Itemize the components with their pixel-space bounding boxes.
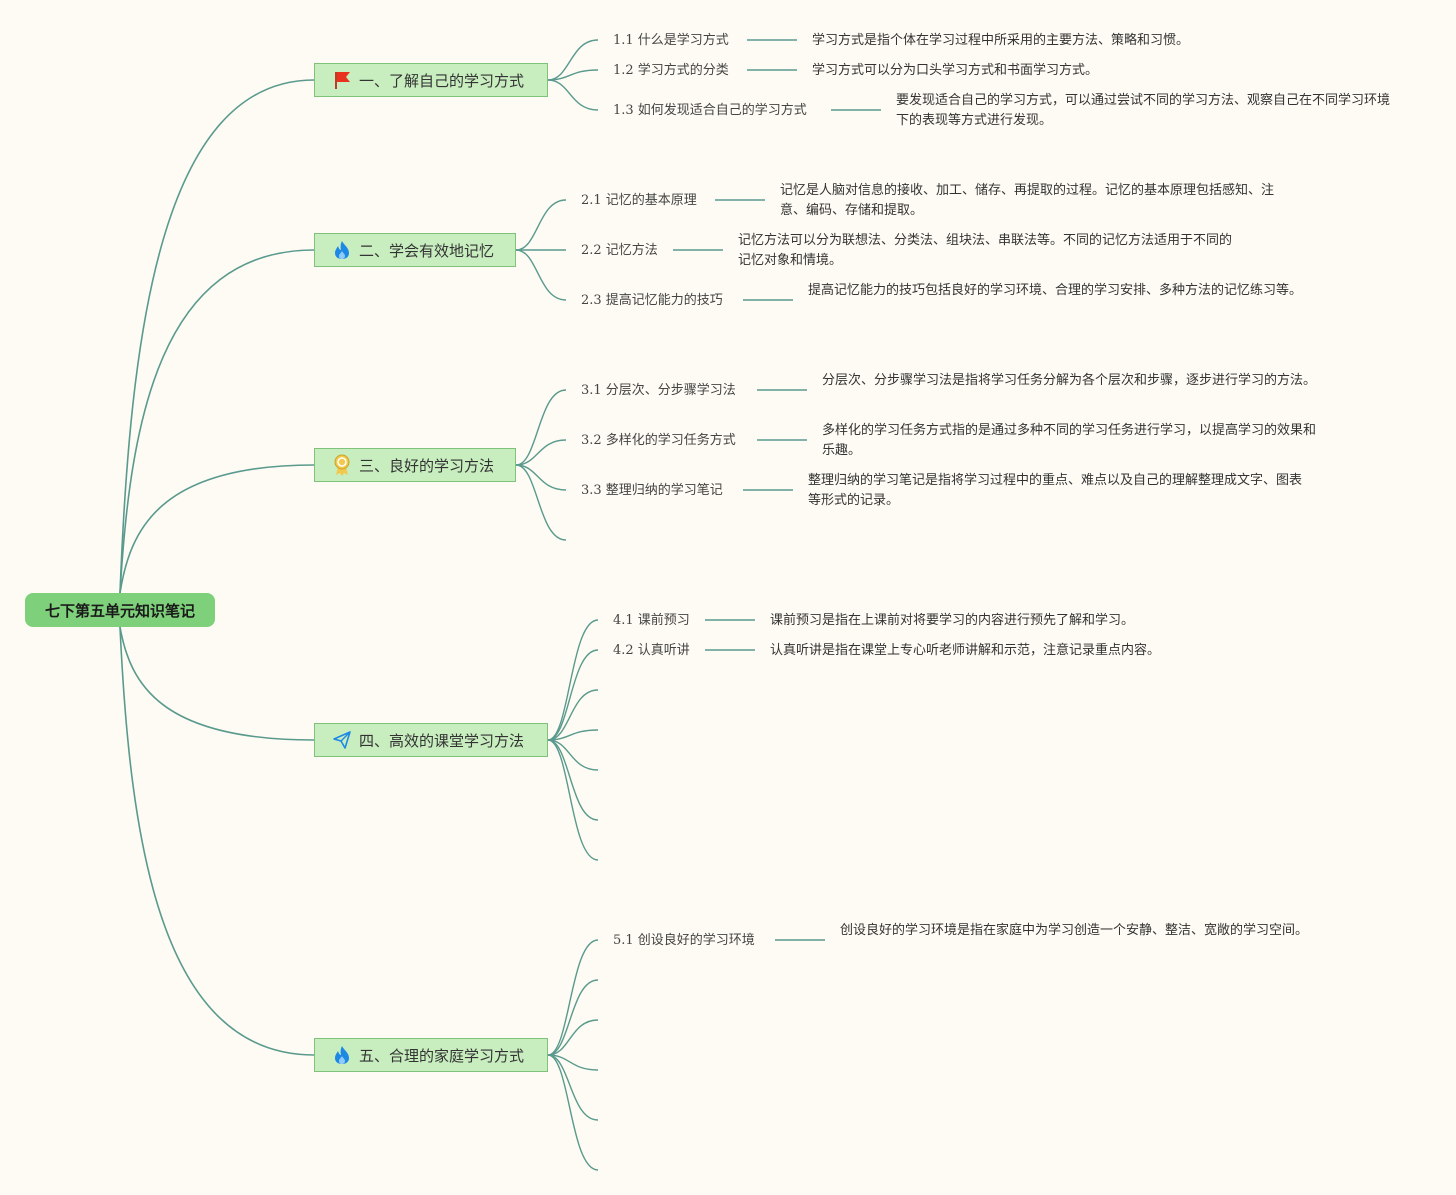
branch-5-fan-6	[547, 1054, 599, 1171]
fire-icon	[331, 1044, 353, 1066]
subtopic-5-1[interactable]: 5.1 创设良好的学习环境	[613, 933, 755, 948]
branch-3-fan-2	[515, 439, 567, 466]
branch-4-fan-5	[547, 739, 599, 771]
detail-4-1: 课前预习是指在上课前对将要学习的内容进行预先了解和学习。	[770, 613, 1135, 628]
branch-3-label: 三、良好的学习方法	[359, 456, 495, 475]
detail-5-1: 创设良好的学习环境是指在家庭中为学习创造一个安静、整洁、宽敞的学习空间。	[840, 923, 1309, 938]
subtopic-1-1[interactable]: 1.1 什么是学习方式	[613, 33, 729, 48]
branch-3-fan-3	[515, 464, 567, 491]
branch-2-node[interactable]: 二、学会有效地记忆	[314, 233, 516, 267]
subtopic-3-3[interactable]: 3.3 整理归纳的学习笔记	[581, 483, 723, 498]
detail-2-1: 记忆是人脑对信息的接收、加工、储存、再提取的过程。记忆的基本原理包括感知、注意、…	[780, 183, 1275, 218]
subtopic-2-1[interactable]: 2.1 记忆的基本原理	[581, 193, 697, 208]
detail-1-2: 学习方式可以分为口头学习方式和书面学习方式。	[812, 63, 1099, 78]
subtopic-3-1[interactable]: 3.1 分层次、分步骤学习法	[581, 383, 736, 398]
branch-4-fan-2	[547, 649, 599, 741]
detail-1-3: 要发现适合自己的学习方式，可以通过尝试不同的学习方法、观察自己在不同学习环境下的…	[896, 93, 1391, 128]
award-icon	[331, 454, 353, 476]
subtopic-2-2[interactable]: 2.2 记忆方法	[581, 243, 658, 258]
root-link-2	[119, 249, 315, 594]
branch-2-label: 二、学会有效地记忆	[359, 241, 495, 260]
branch-5-fan-2	[547, 979, 599, 1056]
fire-icon	[331, 239, 353, 261]
branch-5-node[interactable]: 五、合理的家庭学习方式	[314, 1038, 548, 1072]
branch-5-fan-3	[547, 1019, 599, 1056]
subtopic-4-2[interactable]: 4.2 认真听讲	[613, 643, 690, 658]
root-link-5	[119, 626, 315, 1056]
root-link-4	[119, 626, 315, 741]
branch-4-fan-1	[547, 619, 599, 741]
detail-3-2: 多样化的学习任务方式指的是通过多种不同的学习任务进行学习，以提高学习的效果和乐趣…	[822, 423, 1317, 458]
branch-4-fan-3	[547, 689, 599, 741]
branch-1-fan-3	[547, 79, 599, 111]
root-link-3	[119, 464, 315, 594]
detail-3-3: 整理归纳的学习笔记是指将学习过程中的重点、难点以及自己的理解整理成文字、图表等形…	[808, 473, 1303, 508]
branch-1-fan-2	[547, 69, 599, 81]
branch-4-fan-4	[547, 729, 599, 741]
branch-4-node[interactable]: 四、高效的课堂学习方法	[314, 723, 548, 757]
red-flag-icon	[331, 69, 353, 91]
branch-1-fan-1	[547, 39, 599, 81]
root-link-1	[119, 79, 315, 594]
branch-2-fan-1	[515, 199, 567, 251]
branch-5-label: 五、合理的家庭学习方式	[359, 1046, 525, 1065]
branch-1-node[interactable]: 一、了解自己的学习方式	[314, 63, 548, 97]
subtopic-2-3[interactable]: 2.3 提高记忆能力的技巧	[581, 293, 723, 308]
detail-3-1: 分层次、分步骤学习法是指将学习任务分解为各个层次和步骤，逐步进行学习的方法。	[822, 373, 1317, 388]
subtopic-3-2[interactable]: 3.2 多样化的学习任务方式	[581, 433, 736, 448]
branch-5-fan-4	[547, 1054, 599, 1071]
root-topic[interactable]: 七下第五单元知识笔记	[25, 593, 215, 627]
detail-2-2: 记忆方法可以分为联想法、分类法、组块法、串联法等。不同的记忆方法适用于不同的记忆…	[738, 233, 1233, 268]
subtopic-1-2[interactable]: 1.2 学习方式的分类	[613, 63, 729, 78]
branch-4-fan-7	[547, 739, 599, 861]
branch-2-fan-3	[515, 249, 567, 301]
detail-4-2: 认真听讲是指在课堂上专心听老师讲解和示范，注意记录重点内容。	[770, 643, 1161, 658]
branch-3-fan-4	[515, 464, 567, 541]
subtopic-1-3[interactable]: 1.3 如何发现适合自己的学习方式	[613, 103, 807, 118]
branch-5-fan-1	[547, 939, 599, 1056]
branch-3-node[interactable]: 三、良好的学习方法	[314, 448, 516, 482]
subtopic-4-1[interactable]: 4.1 课前预习	[613, 613, 690, 628]
branch-5-fan-5	[547, 1054, 599, 1121]
branch-4-label: 四、高效的课堂学习方法	[359, 731, 525, 750]
paper-plane-icon	[331, 729, 353, 751]
branch-3-fan-1	[515, 389, 567, 466]
detail-1-1: 学习方式是指个体在学习过程中所采用的主要方法、策略和习惯。	[812, 33, 1190, 48]
detail-2-3: 提高记忆能力的技巧包括良好的学习环境、合理的学习安排、多种方法的记忆练习等。	[808, 283, 1303, 298]
branch-1-label: 一、了解自己的学习方式	[359, 71, 525, 90]
